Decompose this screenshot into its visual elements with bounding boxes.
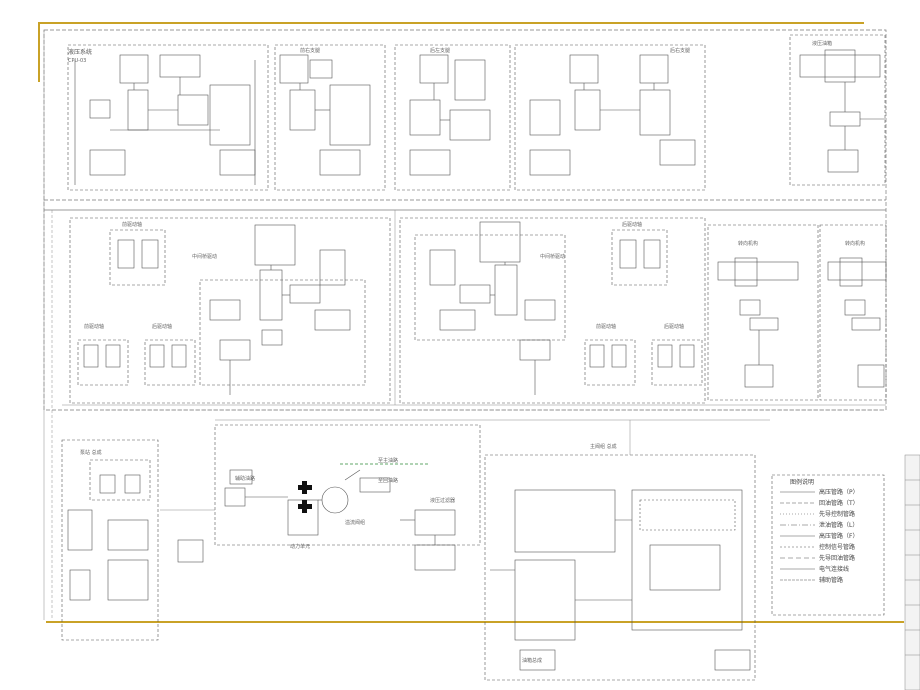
legend-item-2: 回油管路（T） [819, 499, 859, 507]
mid-right-box-2 [819, 224, 887, 401]
label-mid-right-b1: 前驱动轴 [596, 323, 616, 330]
label-to-main: 至主油路 [378, 457, 398, 464]
label-valve-station: 主阀组 总成 [590, 443, 617, 450]
label-unit-3: 后左支腿 [430, 47, 450, 54]
top-right-tank-unit [789, 34, 886, 186]
label-unit-2: 前右支腿 [300, 47, 320, 54]
label-mid-right-center: 中间桥驱动 [540, 253, 565, 260]
top-unit-4 [514, 44, 706, 191]
label-filter: 液压过滤器 [430, 497, 455, 504]
top-unit-3 [394, 44, 511, 191]
label-mid-left-b2: 后驱动轴 [152, 323, 172, 330]
label-mid-left-group: 前驱动轴 [122, 221, 142, 228]
label-motor-group: 动力单元 [290, 543, 310, 550]
label-right-box-1: 转向机构 [738, 240, 758, 247]
legend-item-4: 泄油管路（L） [819, 521, 858, 529]
legend-box [771, 474, 885, 616]
label-to-return: 至回油路 [378, 477, 398, 484]
legend-item-5: 高压管路（F） [819, 532, 858, 540]
label-tank: 液压油箱 [812, 40, 832, 47]
pump-station [61, 439, 159, 641]
legend-title: 图例说明 [790, 478, 814, 486]
label-pump-block: 辅助油路 [235, 475, 255, 482]
legend-item-8: 电气连接线 [819, 565, 849, 573]
label-system: 液压系统 [68, 48, 92, 56]
legend-item-9: 辅助管路 [819, 576, 843, 584]
outer-frame [43, 29, 887, 411]
black-cross-marks [298, 481, 312, 513]
mid-left-section [69, 217, 391, 404]
mid-right-box-1 [707, 224, 819, 401]
label-right-box-2: 转向机构 [845, 240, 865, 247]
valve-station [484, 454, 756, 681]
top-unit-2 [274, 44, 386, 191]
label-mid-left-center: 中间桥驱动 [192, 253, 217, 260]
top-unit-1 [67, 44, 269, 191]
legend-labels: 图例说明 高压管路（P） 回油管路（T） 先导控制管路 泄油管路（L） 高压管路… [790, 478, 859, 584]
label-unit-4: 后右支腿 [670, 47, 690, 54]
labels: 液压系统 CPU-03 前右支腿 后左支腿 后右支腿 液压油箱 前驱动轴 后驱动… [68, 40, 865, 664]
legend-item-7: 先导回油管路 [819, 554, 855, 562]
legend-item-3: 先导控制管路 [819, 510, 855, 518]
label-mid-right-b2: 后驱动轴 [664, 323, 684, 330]
title-block-strip [904, 454, 920, 690]
legend-item-1: 高压管路（P） [819, 488, 859, 496]
label-mid-left-b1: 前驱动轴 [84, 323, 104, 330]
mid-right-section [399, 217, 706, 404]
label-pump-station: 泵站 总成 [80, 449, 102, 456]
label-relief: 溢流阀组 [345, 519, 365, 526]
legend-item-6: 控制信号管路 [819, 543, 855, 551]
label-tank-assembly: 油箱总成 [522, 657, 542, 664]
label-sub: CPU-03 [68, 58, 86, 64]
label-mid-right-group: 后驱动轴 [622, 221, 642, 228]
accent-frame [38, 22, 904, 623]
filter-block [400, 509, 456, 571]
main-pipelines [43, 30, 886, 620]
motor-relief-group [177, 424, 481, 563]
